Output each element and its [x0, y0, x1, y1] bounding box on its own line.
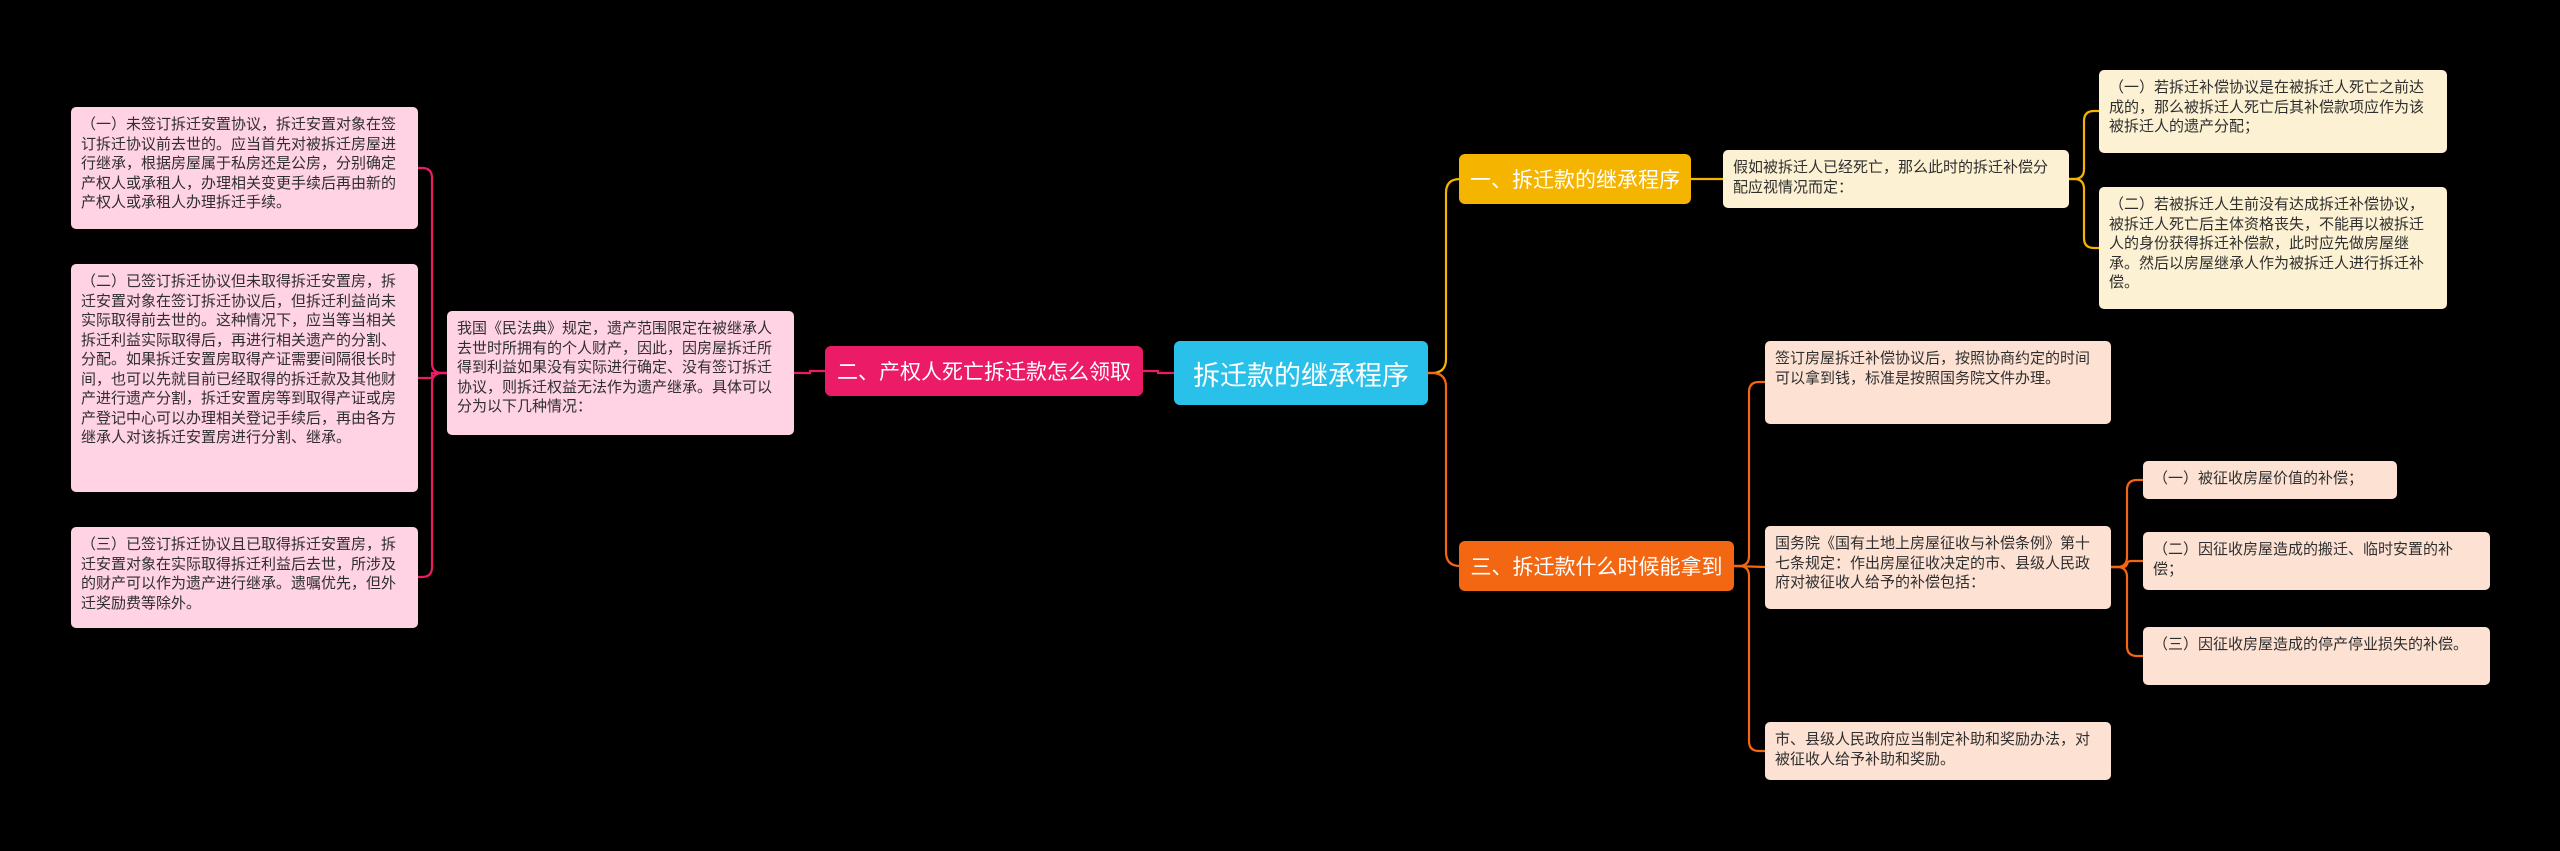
branch-payment-timing[interactable]: 三、拆迁款什么时候能拿到: [1459, 541, 1734, 591]
link-b3-item3: [1734, 564, 1765, 753]
b3-subitem-1[interactable]: （一）被征收房屋价值的补偿；: [2143, 461, 2397, 499]
link-b2-item3: [418, 371, 447, 579]
b1-item-1[interactable]: （一）若拆迁补偿协议是在被拆迁人死亡之前达成的，那么被拆迁人死亡后其补偿款项应作…: [2099, 70, 2447, 153]
link-b1-item2: [2069, 177, 2099, 250]
b1-intro-note[interactable]: 假如被拆迁人已经死亡，那么此时的拆迁补偿分配应视情况而定：: [1723, 150, 2069, 208]
link-root-b2: [1143, 369, 1174, 375]
b3-item-3[interactable]: 市、县级人民政府应当制定补助和奖励办法，对被征收人给予补助和奖励。: [1765, 722, 2111, 780]
link-b2-item1: [418, 166, 447, 375]
branch-owner-death-claim[interactable]: 二、产权人死亡拆迁款怎么领取: [825, 346, 1143, 396]
link-b3-item1: [1734, 380, 1765, 568]
b3-item-1[interactable]: 签订房屋拆迁补偿协议后，按照协商约定的时间可以拿到钱，标准是按照国务院文件办理。: [1765, 341, 2111, 424]
link-b3-sub3: [2111, 565, 2143, 658]
link-b2-intro: [794, 369, 825, 375]
link-root-b1: [1428, 177, 1461, 375]
b2-item-3[interactable]: （三）已签订拆迁协议且已取得拆迁安置房，拆迁安置对象在实际取得拆迁利益后去世，所…: [71, 527, 418, 628]
b3-subitem-2[interactable]: （二）因征收房屋造成的搬迁、临时安置的补偿；: [2143, 532, 2490, 590]
b2-intro-note[interactable]: 我国《民法典》规定，遗产范围限定在被继承人去世时所拥有的个人财产，因此，因房屋拆…: [447, 311, 794, 435]
b2-item-2[interactable]: （二）已签订拆迁协议但未取得拆迁安置房，拆迁安置对象在签订拆迁协议后，但拆迁利益…: [71, 264, 418, 492]
b2-item-1[interactable]: （一）未签订拆迁安置协议，拆迁安置对象在签订拆迁协议前去世的。应当首先对被拆迁房…: [71, 107, 418, 229]
root-topic[interactable]: 拆迁款的继承程序: [1174, 341, 1428, 405]
link-b3-sub2: [2111, 559, 2143, 569]
link-b3-sub1: [2111, 478, 2143, 569]
b3-subitem-3[interactable]: （三）因征收房屋造成的停产停业损失的补偿。: [2143, 627, 2490, 685]
b3-item-2[interactable]: 国务院《国有土地上房屋征收与补偿条例》第十七条规定：作出房屋征收决定的市、县级人…: [1765, 526, 2111, 609]
branch-inheritance-procedure[interactable]: 一、拆迁款的继承程序: [1459, 154, 1691, 204]
b1-item-2[interactable]: （二）若被拆迁人生前没有达成拆迁补偿协议，被拆迁人死亡后主体资格丧失，不能再以被…: [2099, 187, 2447, 309]
link-root-b3: [1428, 371, 1461, 568]
link-b1-item1: [2069, 109, 2099, 181]
